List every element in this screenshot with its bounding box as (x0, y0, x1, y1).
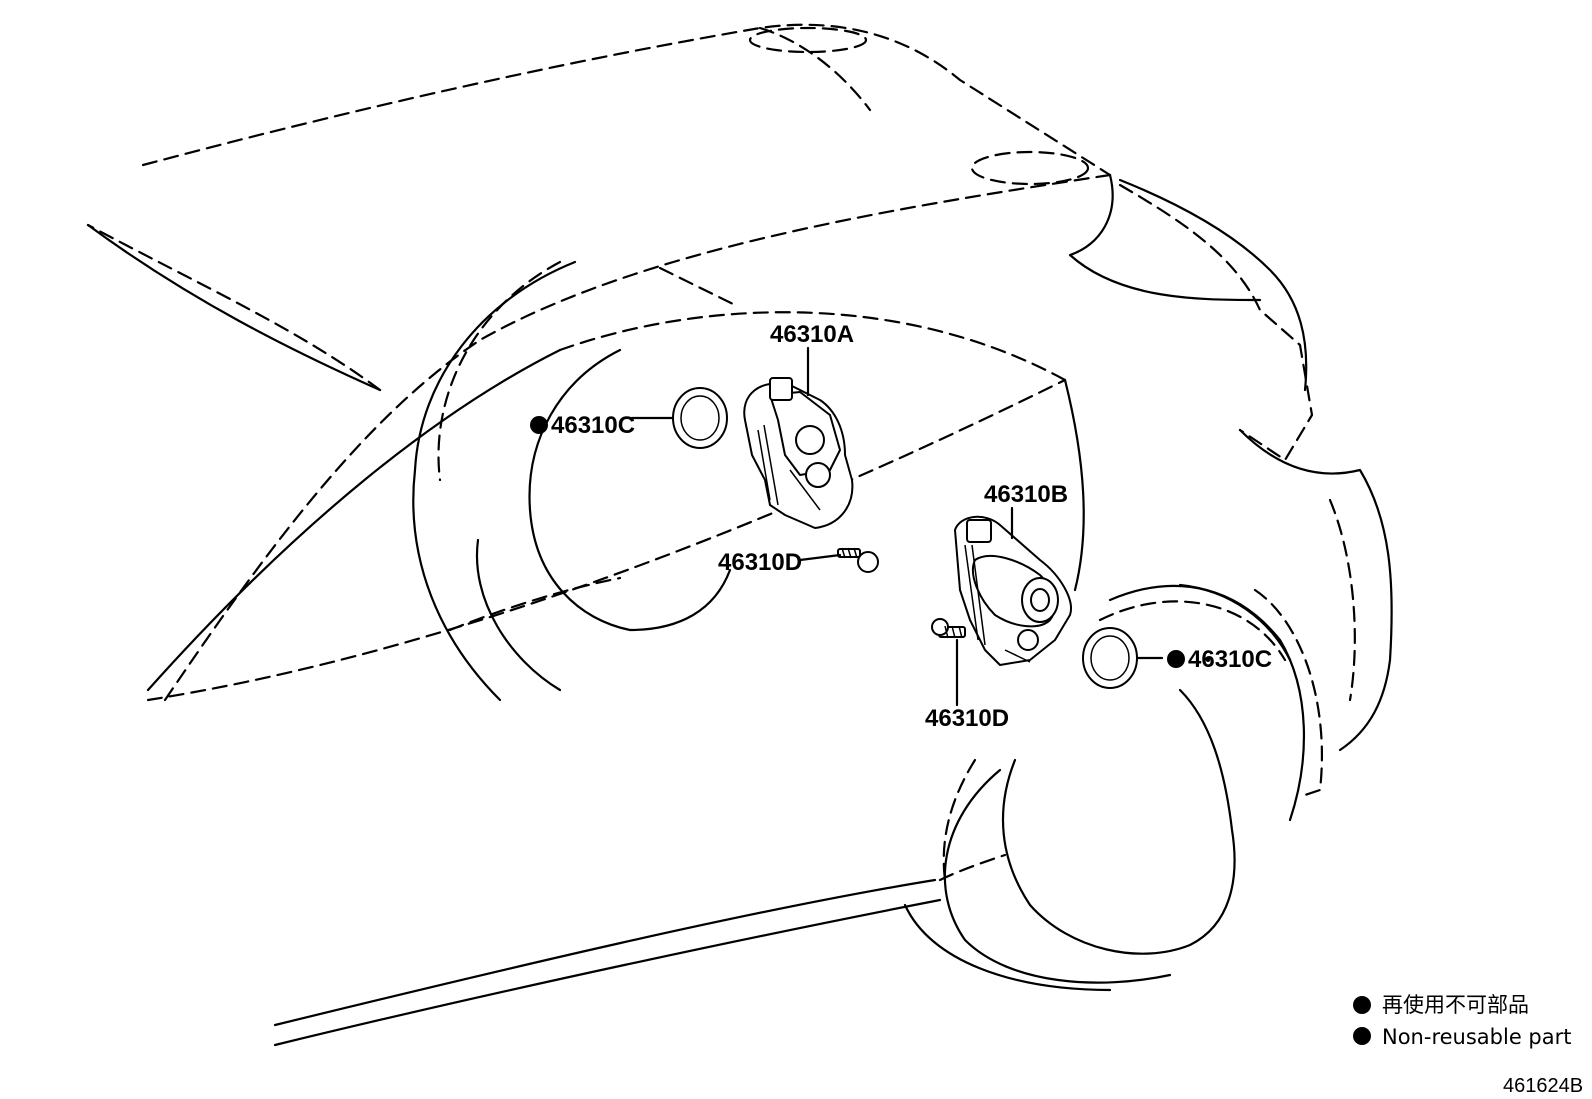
non-reusable-marker-left (530, 416, 548, 434)
legend-marker-icon (1353, 1027, 1371, 1045)
vehicle-body-outline (86, 23, 1393, 1047)
actuator-46310a (743, 377, 854, 529)
label-46310c-left: 46310C (551, 412, 635, 439)
legend-line-jp: 再使用不可部品 (1382, 993, 1529, 1017)
rear-wheel-arch (903, 584, 1306, 992)
leader-lines (630, 346, 1210, 707)
o-ring-left (672, 387, 728, 449)
label-46310a: 46310A (770, 321, 854, 348)
legend: 再使用不可部品 Non-reusable part (1353, 993, 1571, 1049)
callout-labels: 46310A 46310B 46310C 46310C 46310D 46310… (530, 321, 1272, 732)
figure-code: 461624B (1503, 1075, 1583, 1097)
legend-marker-icon (1353, 996, 1371, 1014)
actuator-46310b (954, 515, 1072, 666)
label-46310d-lower: 46310D (925, 705, 1009, 732)
label-46310b: 46310B (984, 481, 1068, 508)
bolt-upper (837, 547, 879, 573)
non-reusable-marker-right (1167, 650, 1185, 668)
front-wheel-arch (412, 260, 737, 702)
bolt-lower (931, 618, 966, 639)
label-46310c-right: 46310C (1188, 646, 1272, 673)
label-46310d-upper: 46310D (718, 549, 802, 576)
legend-line-en: Non-reusable part (1382, 1025, 1571, 1049)
o-ring-right (1082, 627, 1138, 689)
